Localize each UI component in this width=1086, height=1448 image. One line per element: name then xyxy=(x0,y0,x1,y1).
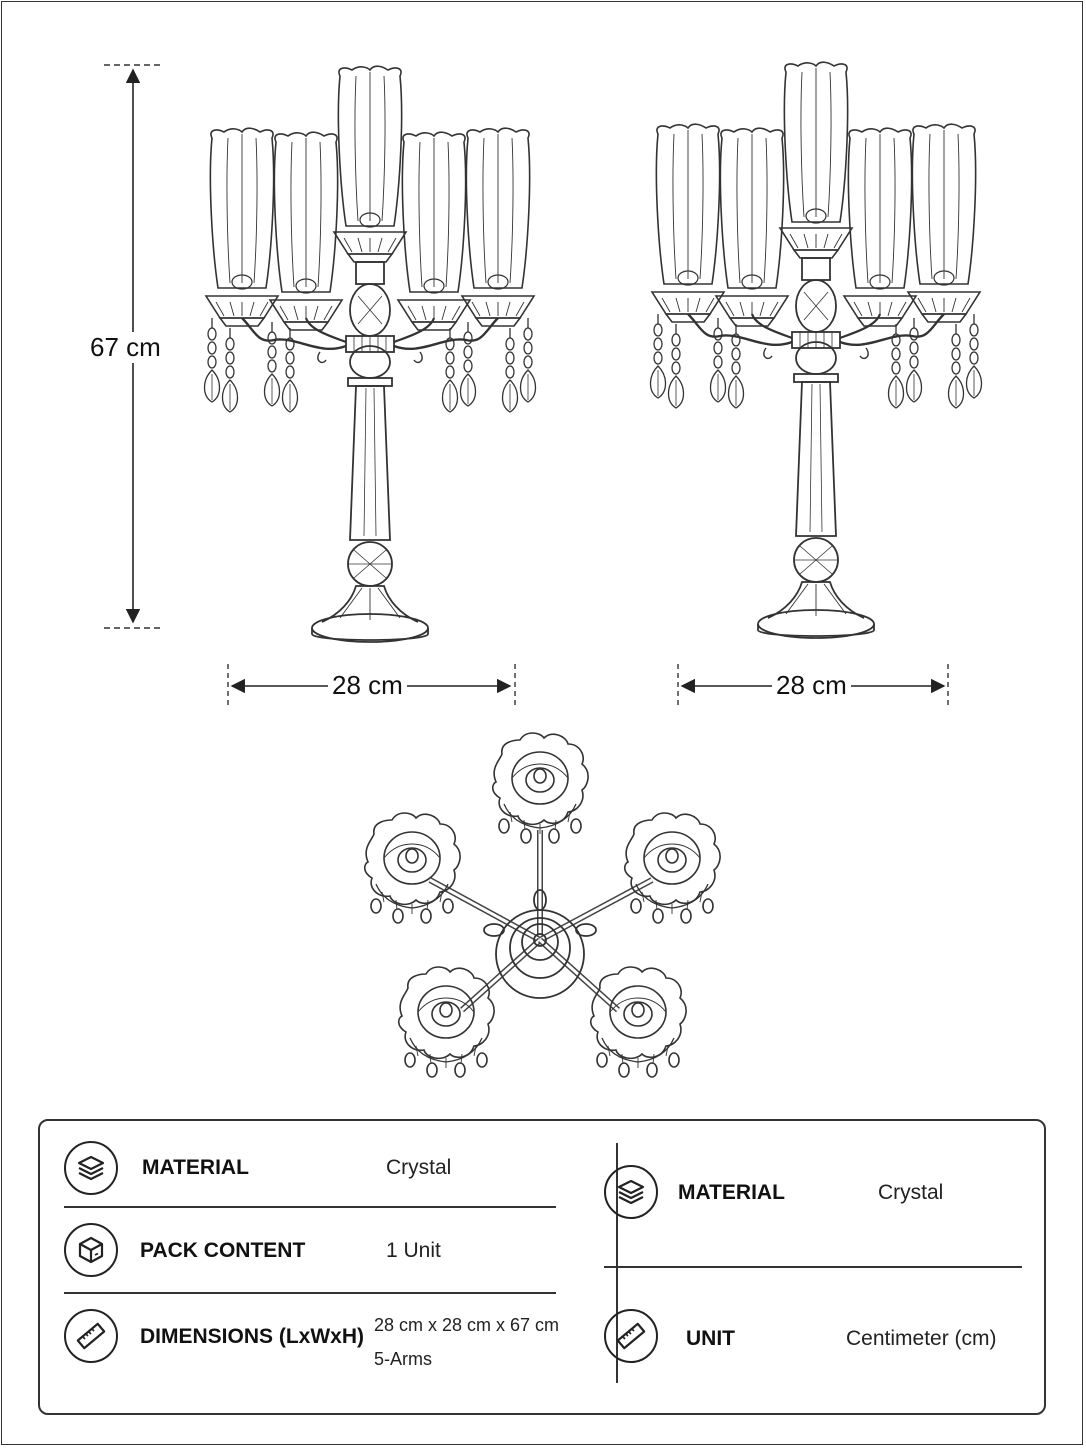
width-label-right: 28 cm xyxy=(772,670,851,701)
material-label: MATERIAL xyxy=(142,1156,249,1179)
pack-content-value: 1 Unit xyxy=(386,1239,441,1262)
layers-icon xyxy=(64,1141,118,1195)
column-divider xyxy=(616,1143,618,1383)
row-divider xyxy=(64,1206,556,1208)
ruler-icon xyxy=(604,1309,658,1363)
candelabra-top-view xyxy=(363,732,721,1078)
candelabra-front-right xyxy=(651,62,982,638)
candelabra-front-left xyxy=(205,66,536,642)
ruler-icon xyxy=(64,1309,118,1363)
pack-content-label: PACK CONTENT xyxy=(140,1239,306,1262)
height-label: 67 cm xyxy=(86,332,165,363)
candelabra-illustrations xyxy=(104,0,1086,1078)
spec-table: MATERIAL Crystal PACK CONTENT 1 Unit DIM… xyxy=(38,1119,1046,1415)
width-label-left: 28 cm xyxy=(328,670,407,701)
material-label-right: MATERIAL xyxy=(678,1181,785,1204)
material-value-right: Crystal xyxy=(878,1181,944,1204)
unit-label: UNIT xyxy=(686,1327,735,1350)
unit-value: Centimeter (cm) xyxy=(846,1327,997,1350)
dimensions-label: DIMENSIONS (LxWxH) xyxy=(140,1325,365,1348)
row-divider xyxy=(604,1266,1022,1268)
row-divider xyxy=(64,1292,556,1294)
box-icon xyxy=(64,1223,118,1277)
dimensions-value: 28 cm x 28 cm x 67 cm xyxy=(374,1315,560,1335)
layers-icon xyxy=(604,1165,658,1219)
material-value: Crystal xyxy=(386,1156,452,1179)
arms-value: 5-Arms xyxy=(374,1349,432,1369)
